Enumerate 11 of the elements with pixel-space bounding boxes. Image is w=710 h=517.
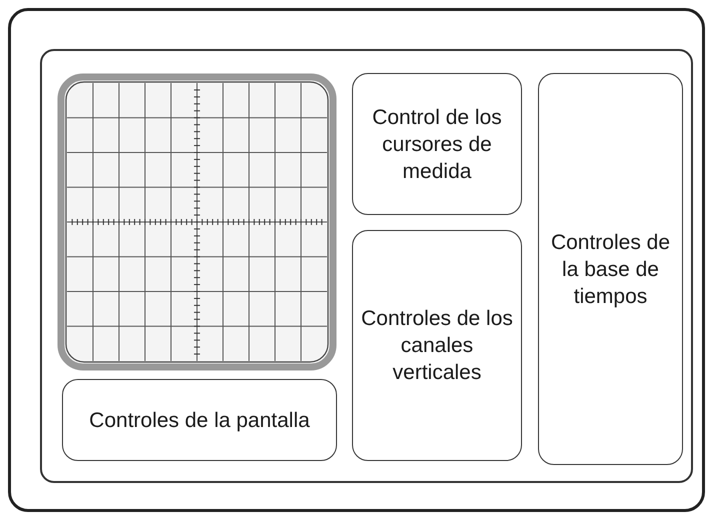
- control-section-box: [538, 73, 683, 465]
- inner-panel-frame: [40, 49, 693, 483]
- outer-panel-frame: [8, 8, 705, 512]
- section-label: Controles de la pantalla: [88, 408, 311, 434]
- section-label: Controles de los canales verticales: [360, 306, 514, 386]
- section-label: Control de los cursores de medida: [371, 104, 503, 184]
- section-label: Controles de la base de tiempos: [550, 230, 672, 310]
- oscilloscope-screen-drawing: [57, 73, 337, 371]
- control-section-box: [352, 73, 522, 215]
- control-section-box: [352, 230, 522, 461]
- control-section-box: [62, 379, 337, 461]
